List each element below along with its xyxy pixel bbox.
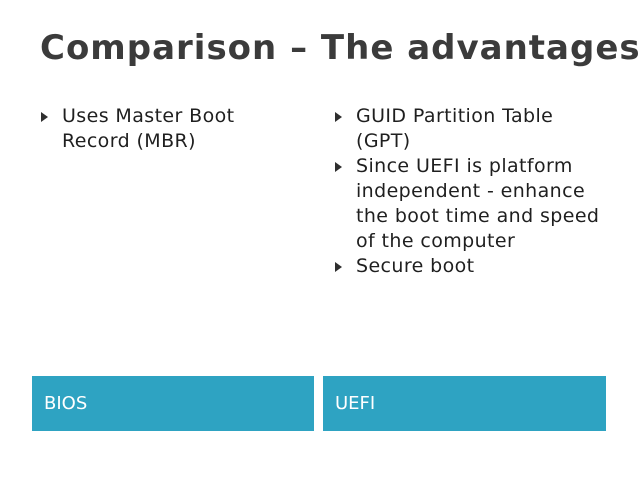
triangle-right-icon	[335, 262, 342, 272]
bullet-item: GUID Partition Table (GPT)	[334, 104, 609, 154]
uefi-advantages-column: GUID Partition Table (GPT) Since UEFI is…	[334, 104, 609, 279]
bullet-item: Secure boot	[334, 254, 609, 279]
uefi-bullet-list: GUID Partition Table (GPT) Since UEFI is…	[334, 104, 609, 279]
bullet-text: GUID Partition Table (GPT)	[356, 105, 554, 152]
bullet-text: Since UEFI is platform independent - enh…	[356, 155, 600, 252]
bullet-item: Since UEFI is platform independent - enh…	[334, 154, 609, 254]
bios-advantages-column: Uses Master Boot Record (MBR)	[40, 104, 300, 154]
bios-label-bar: BIOS	[32, 376, 314, 431]
triangle-right-icon	[335, 112, 342, 122]
bullet-item: Uses Master Boot Record (MBR)	[40, 104, 300, 154]
uefi-label: UEFI	[335, 393, 376, 414]
slide-title: Comparison – The advantages	[40, 28, 638, 68]
uefi-label-bar: UEFI	[323, 376, 606, 431]
bullet-text: Secure boot	[356, 255, 475, 277]
triangle-right-icon	[335, 162, 342, 172]
triangle-right-icon	[41, 112, 48, 122]
bullet-text: Uses Master Boot Record (MBR)	[62, 105, 235, 152]
bios-label: BIOS	[44, 393, 88, 414]
bios-bullet-list: Uses Master Boot Record (MBR)	[40, 104, 300, 154]
